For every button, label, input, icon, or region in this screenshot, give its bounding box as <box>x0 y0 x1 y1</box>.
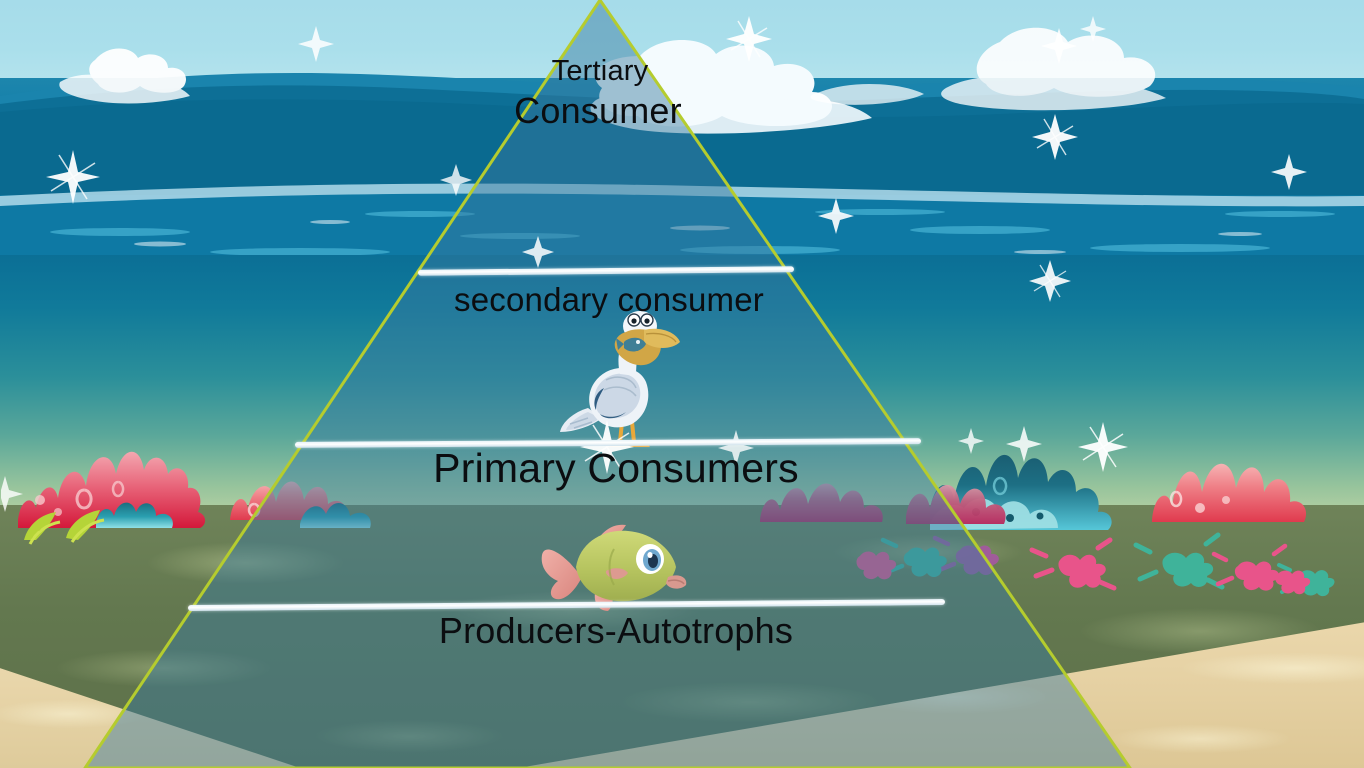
tertiary-consumer-label-line1: Tertiary <box>551 55 649 87</box>
seaweed-left <box>24 510 105 545</box>
tertiary-consumer-label-line2: Consumer <box>514 90 682 131</box>
wave-foam-left <box>59 48 190 104</box>
coral-cluster-inner-left <box>760 483 883 522</box>
fish-tail <box>541 549 582 600</box>
pelican-tail <box>560 408 602 432</box>
secondary-consumer-label: secondary consumer <box>454 281 764 318</box>
coral-pink-right <box>1152 463 1307 522</box>
fish-lips <box>666 575 687 589</box>
fish-illustration <box>541 524 687 611</box>
wave-foam-center <box>590 40 872 134</box>
primary-consumers-label: Primary Consumers <box>433 445 799 491</box>
coral-purple-right-inner <box>906 484 1006 524</box>
coral-teal-left <box>96 502 173 528</box>
coral-teal-mid-left <box>300 502 371 528</box>
caught-fish <box>616 337 646 352</box>
wave-foam-right <box>810 27 1166 111</box>
coral-cluster-left <box>18 451 206 528</box>
deep-water-gradient <box>0 255 1364 545</box>
pelican-wing <box>594 373 641 419</box>
producers-autotrophs-label: Producers-Autotrophs <box>438 610 794 651</box>
coral-branches-right <box>856 532 1335 597</box>
